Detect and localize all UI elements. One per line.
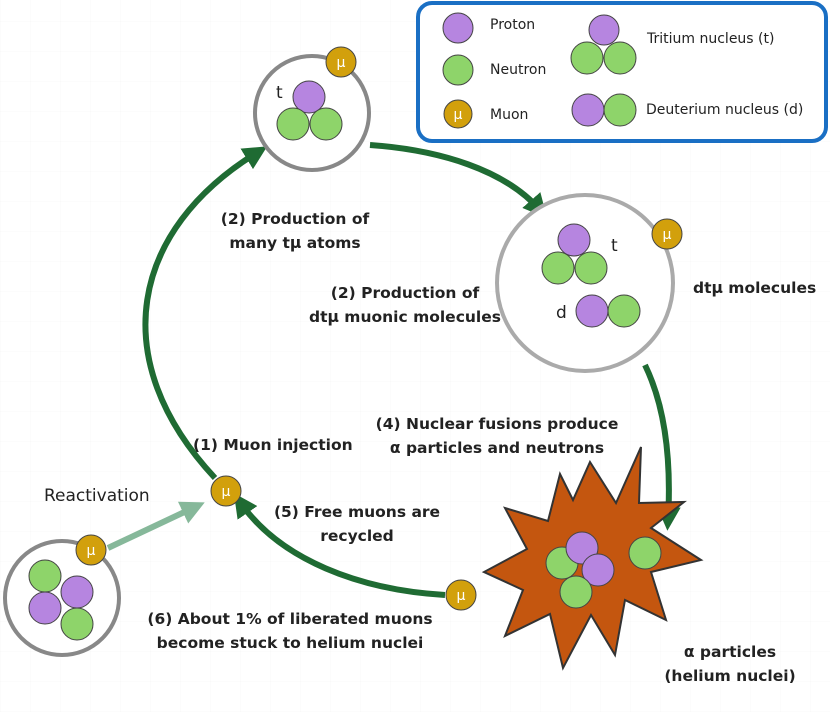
muon-symbol: μ: [457, 588, 466, 604]
legend-muon-label: Muon: [490, 107, 529, 123]
he-neutron: [28, 559, 62, 593]
step5-line1: (5) Free muons are: [273, 503, 441, 521]
arrow-reactivation: [106, 501, 205, 551]
muon-symbol: μ: [222, 484, 231, 500]
dt-d-neutron: [607, 294, 641, 328]
step2-atoms-label: (2) Production of many tμ atoms: [210, 207, 380, 255]
step6-line2: become stuck to helium nuclei: [156, 634, 424, 652]
he-neutron: [60, 607, 94, 641]
t-muon: [325, 46, 357, 78]
legend-proton-icon: [442, 12, 474, 44]
injected-muon: [210, 475, 242, 507]
arrow-t-to-dt: [369, 142, 548, 219]
legend-tritium-icon: [570, 14, 637, 75]
step6-label: (6) About 1% of liberated muons become s…: [140, 607, 440, 655]
dt-d-proton: [575, 294, 609, 328]
arrow-recycle: [233, 493, 446, 598]
muon-symbol: μ: [337, 55, 346, 71]
step1-label: (1) Muon injection: [193, 436, 353, 454]
dt-d-label: d: [556, 303, 567, 323]
legend-deuterium-icon: [571, 93, 637, 127]
step4-line1: (4) Nuclear fusions produce: [375, 415, 619, 433]
t-label: t: [276, 83, 283, 103]
muon-symbol: μ: [87, 543, 96, 559]
t-proton: [292, 80, 326, 114]
dtmu-molecules-label: dtμ molecules: [693, 279, 817, 297]
step4-label: (4) Nuclear fusions produce α particles …: [372, 412, 622, 460]
alpha-line1: α particles: [683, 643, 777, 661]
step5-line2: recycled: [320, 527, 394, 545]
step2-atoms-line1: (2) Production of: [220, 210, 370, 228]
dt-proton: [557, 223, 591, 257]
t-neutron: [276, 107, 310, 141]
step2-atoms-line2: many tμ atoms: [229, 234, 361, 252]
alpha-neutron: [559, 575, 593, 609]
arrow-dt-to-fusion: [642, 363, 681, 531]
liberated-muon: [445, 579, 477, 611]
legend-muon-symbol: μ: [454, 107, 463, 123]
step2-molecules-line2: dtμ muonic molecules: [309, 308, 501, 326]
legend-neutron-label: Neutron: [490, 62, 547, 78]
t-neutron: [309, 107, 343, 141]
reactivation-label: Reactivation: [44, 486, 150, 506]
free-neutron: [628, 536, 662, 570]
legend-deuterium-label: Deuterium nucleus (d): [646, 102, 804, 118]
step2-molecules-label: (2) Production of dtμ muonic molecules: [300, 281, 510, 329]
dt-neutron: [574, 251, 608, 285]
he-proton: [60, 575, 94, 609]
legend-tritium-label: Tritium nucleus (t): [647, 31, 775, 47]
arrow-injection-to-t: [142, 146, 268, 481]
alpha-particles-label: α particles (helium nuclei): [660, 640, 800, 688]
step6-line1: (6) About 1% of liberated muons: [147, 610, 433, 628]
step5-label: (5) Free muons are recycled: [272, 500, 442, 548]
dt-neutron: [541, 251, 575, 285]
dt-t-label: t: [611, 236, 618, 256]
stuck-muon: [75, 534, 107, 566]
muon-symbol: μ: [663, 227, 672, 243]
legend-proton-label: Proton: [490, 17, 536, 33]
alpha-line2: (helium nuclei): [664, 667, 796, 685]
he-proton: [28, 591, 62, 625]
legend-neutron-icon: [442, 54, 474, 86]
legend-muon-icon: [443, 99, 473, 129]
alpha-proton: [581, 553, 615, 587]
dt-muon: [651, 218, 683, 250]
step4-line2: α particles and neutrons: [389, 439, 605, 457]
step2-molecules-line1: (2) Production of: [330, 284, 480, 302]
